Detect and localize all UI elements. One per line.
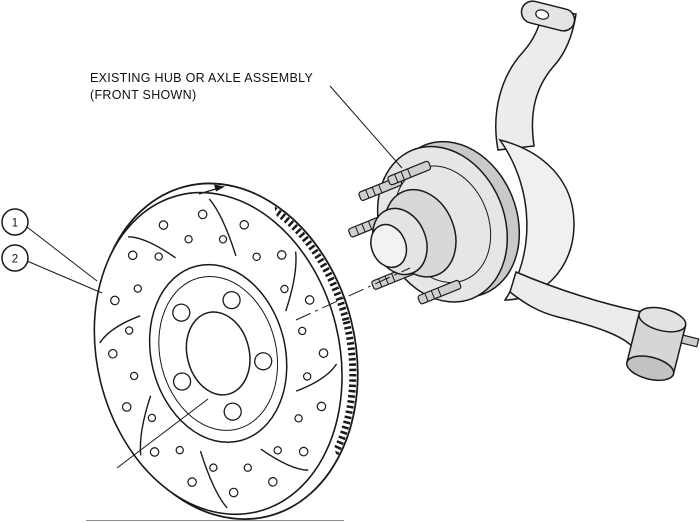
- wheel-stud: [417, 279, 462, 305]
- rotation-arrow-icon: [198, 184, 225, 195]
- callout-1-number: 1: [12, 217, 18, 229]
- assembly-label-line1: EXISTING HUB OR AXLE ASSEMBLY: [90, 71, 313, 85]
- wheel-stud: [387, 160, 432, 186]
- callout-2-number: 2: [12, 253, 18, 265]
- center-axis-line: [295, 267, 411, 321]
- hub-cap: [370, 223, 408, 269]
- assembly-label-line2: (FRONT SHOWN): [90, 88, 196, 102]
- callout-leader-line-2: [26, 260, 103, 294]
- lower-leader-line: [116, 398, 209, 469]
- callout-leader-line-1: [26, 226, 98, 282]
- rotor-drill-holes-inner: [124, 235, 312, 472]
- callout-1-balloon: 1: [1, 208, 29, 236]
- hub-flange: [348, 140, 521, 305]
- brake-rotor: [93, 182, 359, 521]
- hub-barrel: [370, 188, 457, 278]
- label-leader-line: [329, 85, 403, 169]
- knuckle-body: [498, 138, 575, 301]
- rotor-edge-serration: [260, 184, 357, 512]
- rotor-lug-holes: [172, 290, 273, 421]
- callout-2-balloon: 2: [1, 244, 29, 272]
- hub-assembly: [348, 0, 700, 382]
- knuckle-top-clevis: [520, 0, 576, 32]
- rotor-drill-holes-outer: [108, 209, 329, 498]
- rotor-center-bore: [185, 311, 251, 396]
- rotor-slots: [99, 198, 338, 509]
- bushing-stud: [680, 334, 700, 348]
- knuckle-bushing: [626, 306, 700, 382]
